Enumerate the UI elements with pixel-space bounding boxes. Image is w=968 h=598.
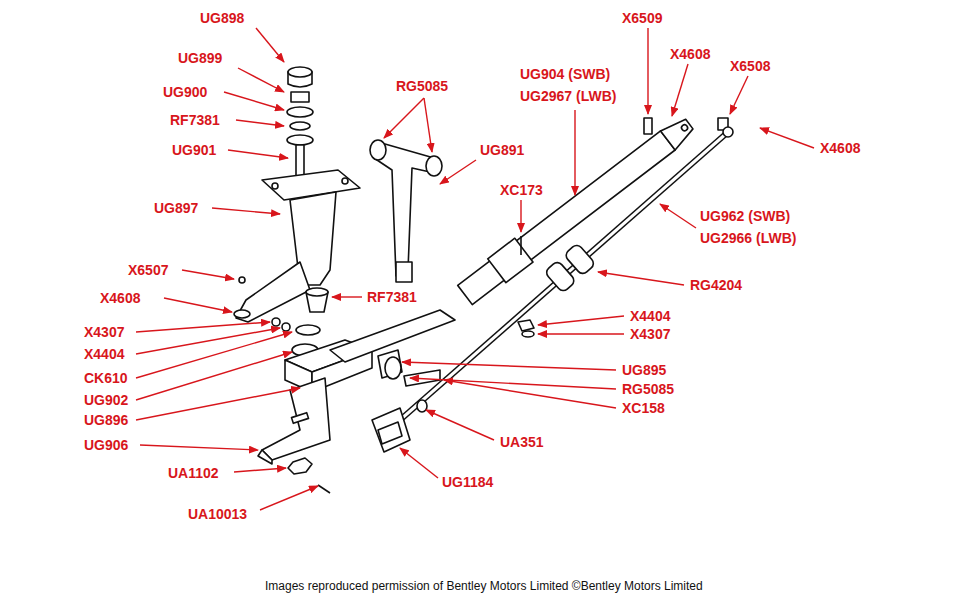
part-number: X6508 xyxy=(730,58,770,74)
part-number: CK610 xyxy=(84,370,128,386)
part-number: X6509 xyxy=(622,10,662,26)
part-number: X4307 xyxy=(630,326,670,342)
copyright-caption: Images reproduced permission of Bentley … xyxy=(265,579,703,593)
part-number: UG898 xyxy=(200,10,244,26)
part-number: X4608 xyxy=(820,140,860,156)
part-number: RG5085 xyxy=(622,381,674,397)
part-number: UG902 xyxy=(84,392,128,408)
leader-line xyxy=(136,28,814,510)
part-number: XC173 xyxy=(500,182,543,198)
part-number: X4307 xyxy=(84,324,124,340)
part-number: UG895 xyxy=(622,362,666,378)
part-number: X6507 xyxy=(128,262,168,278)
part-number: UG900 xyxy=(163,84,207,100)
part-number: UG2967 (LWB) xyxy=(520,88,616,104)
part-number: UA10013 xyxy=(188,506,247,522)
part-number: UG2966 (LWB) xyxy=(700,230,796,246)
part-number: UG906 xyxy=(84,437,128,453)
part-number: RF7381 xyxy=(170,112,220,128)
part-number: RF7381 xyxy=(367,289,417,305)
part-number: X4608 xyxy=(100,290,140,306)
part-number: UG901 xyxy=(172,142,216,158)
part-number: UG897 xyxy=(154,200,198,216)
part-number: RG5085 xyxy=(396,78,448,94)
part-number: UG896 xyxy=(84,412,128,428)
part-number: X4608 xyxy=(670,46,710,62)
part-number: X4404 xyxy=(630,308,670,324)
part-number: XC158 xyxy=(622,400,665,416)
part-number: UG891 xyxy=(480,142,524,158)
part-number: UG1184 xyxy=(442,474,493,490)
part-number: UG904 (SWB) xyxy=(520,66,610,82)
part-number: RG4204 xyxy=(690,277,742,293)
part-number: UA1102 xyxy=(168,465,219,481)
part-number: X4404 xyxy=(84,346,124,362)
part-number: UA351 xyxy=(500,434,544,450)
part-number: UG962 (SWB) xyxy=(700,208,790,224)
part-number: UG899 xyxy=(178,50,222,66)
